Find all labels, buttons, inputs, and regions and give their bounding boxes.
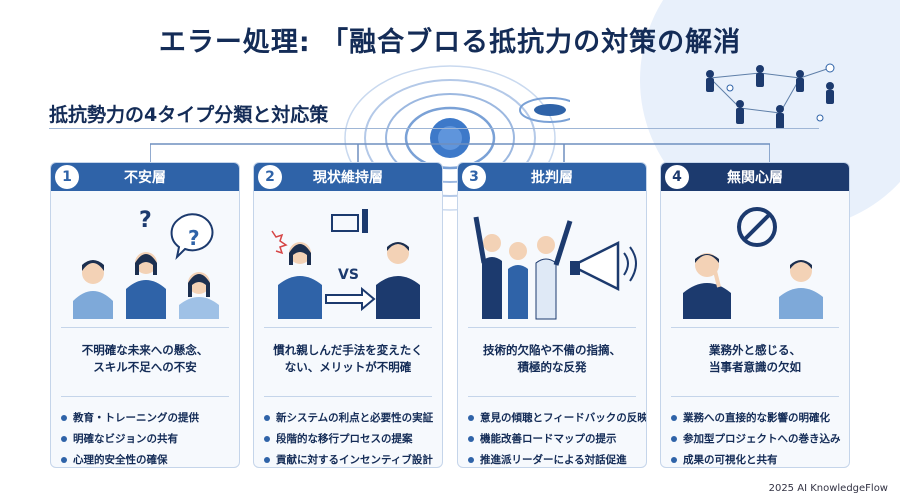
- bullet-icon: [671, 414, 677, 421]
- action-text: 心理的安全性の確保: [73, 454, 168, 466]
- versus-discussion-icon: VS: [271, 209, 420, 319]
- worried-people-question-icon: ? ?: [73, 208, 219, 319]
- card-critics: 3 批判層 技術的欠陥や不備の指摘、 積極的な反発 意見の傾聴とフィードバックの…: [457, 162, 647, 468]
- action-text: 成果の可視化と共有: [683, 454, 778, 466]
- card-number-badge: 3: [462, 165, 486, 189]
- bullet-icon: [671, 435, 677, 442]
- description-line: 積極的な反発: [517, 360, 587, 374]
- bullet-icon: [468, 414, 474, 421]
- description-line: 業務外と感じる、: [709, 343, 801, 357]
- bullet-icon: [61, 414, 67, 421]
- card-description: 不明確な未来への懸念、 スキル不足への不安: [51, 328, 239, 390]
- card-title: 無関心層: [727, 170, 783, 186]
- description-line: スキル不足への不安: [93, 360, 197, 374]
- card-number-badge: 1: [55, 165, 79, 189]
- action-text: 業務への直接的な影響の明確化: [683, 412, 830, 424]
- card-number-badge: 4: [665, 165, 689, 189]
- description-line: ない、メリットが不明確: [284, 360, 412, 374]
- card-connector-lines: [150, 143, 770, 162]
- card-description: 慣れ親しんだ手法を変えたく ない、メリットが不明確: [254, 328, 442, 390]
- card-header: 1 不安層: [51, 163, 239, 191]
- card-indifferent: 4 無関心層 業務外と感じる、 当事者意識の欠如 業務への直接的な影響の明確化 …: [660, 162, 850, 468]
- card-title: 批判層: [531, 170, 573, 186]
- list-item: 成果の可視化と共有: [671, 449, 841, 467]
- card-header: 4 無関心層: [661, 163, 849, 191]
- list-item: 意見の傾聴とフィードバックの反映: [468, 407, 646, 428]
- action-text: 明確なビジョンの共有: [73, 433, 178, 445]
- card-divider: [671, 327, 839, 328]
- list-item: 参加型プロジェクトへの巻き込み: [671, 428, 841, 449]
- svg-text:?: ?: [139, 208, 152, 233]
- copyright-footer: 2025 AI KnowledgeFlow: [768, 483, 888, 494]
- action-text: 段階的な移行プロセスの提案: [276, 433, 413, 445]
- card-divider: [468, 396, 636, 397]
- bullet-icon: [671, 456, 677, 463]
- card-description: 技術的欠陥や不備の指摘、 積極的な反発: [458, 328, 646, 390]
- action-list: 新システムの利点と必要性の実証 段階的な移行プロセスの提案 貢献に対するインセン…: [254, 397, 442, 467]
- action-list: 教育・トレーニングの提供 明確なビジョンの共有 心理的安全性の確保: [51, 397, 239, 467]
- card-header: 2 現状維持層: [254, 163, 442, 191]
- card-description: 業務外と感じる、 当事者意識の欠如: [661, 328, 849, 390]
- bullet-icon: [61, 456, 67, 463]
- action-text: 推進派リーダーによる対話促進: [480, 454, 627, 466]
- vs-label: VS: [338, 267, 359, 283]
- card-divider: [468, 327, 636, 328]
- page-title: エラー処理: 「融合ブロる抵抗力の対策の解消: [158, 27, 742, 58]
- description-line: 不明確な未来への懸念、: [81, 343, 209, 357]
- bullet-icon: [468, 435, 474, 442]
- bullet-icon: [264, 456, 270, 463]
- card-title: 不安層: [124, 170, 166, 186]
- list-item: 教育・トレーニングの提供: [61, 407, 231, 428]
- list-item: 心理的安全性の確保: [61, 449, 231, 467]
- card-divider: [61, 396, 229, 397]
- action-text: 参加型プロジェクトへの巻き込み: [683, 433, 841, 445]
- list-item: 貢献に対するインセンティブ設計: [264, 449, 434, 467]
- subtitle-underline: [49, 128, 819, 129]
- bullet-icon: [264, 414, 270, 421]
- card-divider: [671, 396, 839, 397]
- card-status-quo: 2 現状維持層 VS 慣れ親しんだ手法を変えたく ない、メリットが不明確 新シス…: [253, 162, 443, 468]
- action-text: 意見の傾聴とフィードバックの反映: [480, 412, 647, 424]
- action-list: 業務への直接的な影響の明確化 参加型プロジェクトへの巻き込み 成果の可視化と共有: [661, 397, 849, 467]
- action-text: 貢献に対するインセンティブ設計: [276, 454, 433, 466]
- svg-text:?: ?: [188, 226, 200, 250]
- card-divider: [264, 327, 432, 328]
- list-item: 段階的な移行プロセスの提案: [264, 428, 434, 449]
- card-header: 3 批判層: [458, 163, 646, 191]
- card-title: 現状維持層: [313, 170, 383, 186]
- action-list: 意見の傾聴とフィードバックの反映 機能改善ロードマップの提示 推進派リーダーによ…: [458, 397, 646, 467]
- description-line: 慣れ親しんだ手法を変えたく: [273, 343, 423, 357]
- description-line: 技術的欠陥や不備の指摘、: [483, 343, 621, 357]
- action-text: 教育・トレーニングの提供: [73, 412, 199, 424]
- bullet-icon: [264, 435, 270, 442]
- action-text: 機能改善ロードマップの提示: [480, 433, 617, 445]
- action-text: 新システムの利点と必要性の実証: [276, 412, 434, 424]
- card-divider: [61, 327, 229, 328]
- bullet-icon: [468, 456, 474, 463]
- card-divider: [264, 396, 432, 397]
- description-line: 当事者意識の欠如: [709, 360, 801, 374]
- megaphone-protest-icon: [473, 216, 637, 320]
- list-item: 明確なビジョンの共有: [61, 428, 231, 449]
- prohibited-bored-people-icon: [683, 207, 823, 319]
- list-item: 業務への直接的な影響の明確化: [671, 407, 841, 428]
- card-anxiety: 1 不安層 ? ? 不明確な未来への懸念、 スキル不足への不安 教育・トレーニン…: [50, 162, 240, 468]
- bullet-icon: [61, 435, 67, 442]
- card-number-badge: 2: [258, 165, 282, 189]
- list-item: 推進派リーダーによる対話促進: [468, 449, 638, 467]
- team-network-icon: [706, 63, 835, 129]
- list-item: 機能改善ロードマップの提示: [468, 428, 638, 449]
- list-item: 新システムの利点と必要性の実証: [264, 407, 434, 428]
- section-subtitle: 抵抗勢力の4タイプ分類と対応策: [49, 104, 329, 126]
